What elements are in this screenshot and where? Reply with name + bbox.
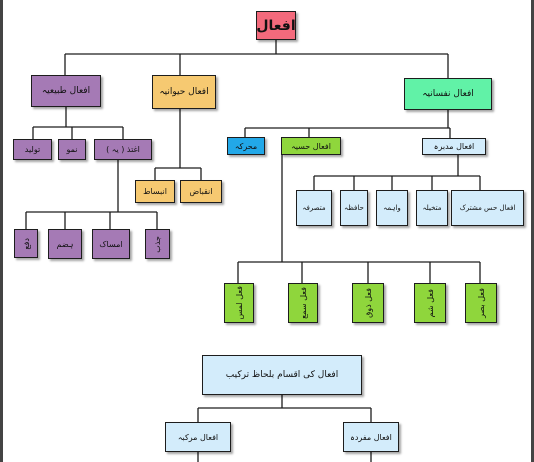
root-label: افعال	[256, 17, 296, 34]
mufrada-node: افعال مفردہ	[343, 422, 399, 452]
dafa-node: دفع	[14, 229, 38, 258]
mutakhayyila-node: متخیلہ	[416, 190, 448, 226]
imsaak-node: امساک	[92, 229, 130, 259]
murakkaba-node: افعال مرکبہ	[165, 422, 231, 452]
jazb-label: جذب	[153, 235, 162, 253]
tabeeya-node: افعال طبیعیہ	[31, 75, 101, 107]
numoo-label: نمو	[66, 145, 78, 154]
hafiza-node: حافظہ	[340, 190, 368, 226]
frame-border-left	[0, 0, 3, 462]
nafsania-label: افعال نفسانیہ	[422, 89, 474, 99]
sham-label: فعل شم	[425, 288, 435, 318]
mutakhayyila-label: متخیلہ	[422, 204, 442, 212]
wahima-node: واہمہ	[376, 190, 408, 226]
zauq-label: فعل ذوق	[363, 288, 373, 318]
mudabbira-label: افعال مدبرہ	[433, 142, 475, 151]
mutasarrifa-node: متصرفہ	[296, 190, 332, 226]
inbisaat-label: انبساط	[143, 187, 167, 196]
basar-label: فعل بصر	[476, 288, 486, 318]
haiwania-node: افعال حیوانیہ	[152, 75, 216, 109]
nafsania-node: افعال نفسانیہ	[404, 78, 492, 110]
jazb-node: جذب	[145, 229, 170, 259]
tauleed-node: تولید	[13, 139, 52, 160]
muharrika-label: محرکہ	[234, 141, 258, 151]
muharrika-node: محرکہ	[227, 137, 265, 155]
hazm-node: ہضم	[48, 229, 82, 259]
wahima-label: واہمہ	[383, 204, 401, 212]
mudabbira-node: افعال مدبرہ	[422, 138, 486, 155]
frame-border-right	[531, 0, 534, 462]
ightizya-label: اغتذ ( یہ )	[106, 145, 140, 154]
ightizya-node: اغتذ ( یہ )	[94, 139, 152, 160]
dafa-label: دفع	[21, 237, 31, 250]
hafiza-label: حافظہ	[344, 204, 364, 212]
inbisaat-node: انبساط	[135, 180, 175, 203]
sama-node: فعل سمع	[288, 283, 318, 323]
zauq-node: فعل ذوق	[352, 283, 384, 323]
tabeeya-label: افعال طبیعیہ	[41, 86, 91, 96]
sham-node: فعل شم	[414, 283, 446, 323]
tauleed-label: تولید	[24, 145, 41, 154]
murakkaba-label: افعال مرکبہ	[177, 432, 219, 442]
hazm-label: ہضم	[56, 239, 74, 249]
lams-label: فعل لمس	[234, 286, 244, 320]
tarkeeb-title-label: افعال کی اقسام بلحاظ ترکیب	[225, 370, 339, 380]
haiwania-label: افعال حیوانیہ	[159, 87, 209, 97]
hiss-mushtarik-node: افعال حس مشترک	[451, 190, 524, 226]
numoo-node: نمو	[58, 139, 86, 160]
mufrada-label: افعال مفردہ	[350, 432, 392, 442]
imsaak-label: امساک	[99, 239, 123, 249]
tarkeeb-title-node: افعال کی اقسام بلحاظ ترکیب	[202, 355, 362, 395]
hassiya-node: افعال حسیہ	[281, 137, 341, 155]
inqibaaz-node: انقباض	[180, 180, 222, 203]
lams-node: فعل لمس	[224, 283, 254, 323]
sama-label: فعل سمع	[298, 287, 308, 319]
hassiya-label: افعال حسیہ	[291, 141, 331, 151]
hiss-mushtarik-label: افعال حس مشترک	[459, 204, 516, 212]
root-node: افعال	[256, 11, 296, 40]
inqibaaz-label: انقباض	[189, 187, 213, 196]
basar-node: فعل بصر	[465, 283, 497, 323]
mutasarrifa-label: متصرفہ	[302, 204, 326, 212]
